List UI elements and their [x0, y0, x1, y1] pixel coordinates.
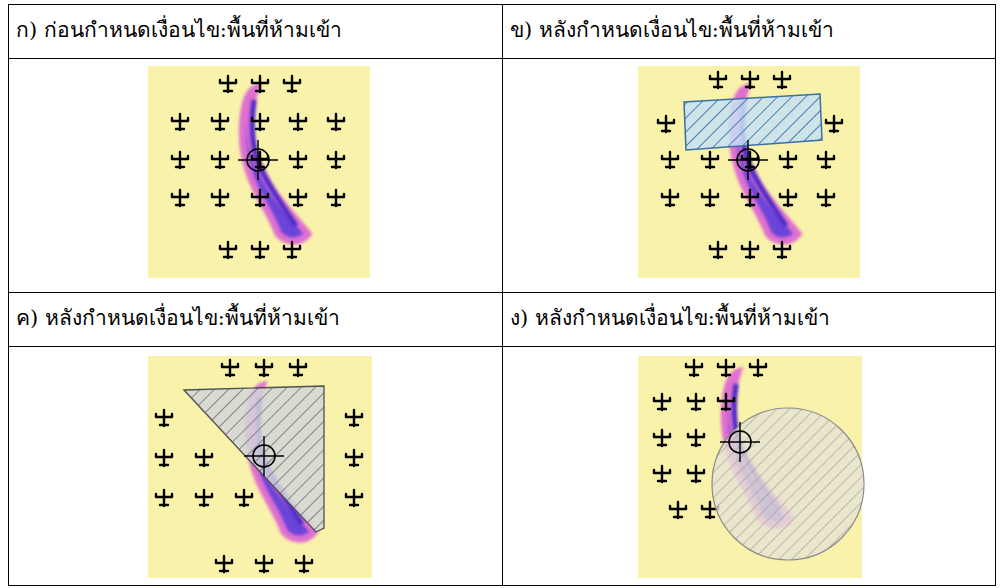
table-header-text: ง) หลังกำหนดเงื่อนไข:พื้นที่ห้ามเข้า — [510, 305, 830, 332]
crosshair — [238, 140, 278, 180]
crosshair — [720, 422, 760, 462]
table-header-text: ข) หลังกำหนดเงื่อนไข:พื้นที่ห้ามเข้า — [510, 17, 834, 44]
map-panel — [148, 66, 370, 278]
map-panel — [638, 356, 864, 578]
table-grid — [8, 4, 996, 586]
no-entry-zone — [684, 94, 822, 150]
table-header-text: ค) หลังกำหนดเงื่อนไข:พื้นที่ห้ามเข้า — [16, 305, 340, 332]
aircraft-symbols — [658, 72, 842, 258]
aircraft-symbols — [172, 76, 344, 258]
table-header-text: ก) ก่อนกำหนดเงื่อนไข:พื้นที่ห้ามเข้า — [16, 17, 342, 44]
crosshair — [728, 140, 768, 180]
no-entry-zone — [184, 386, 324, 532]
aircraft-symbols — [156, 360, 362, 572]
map-panel — [638, 66, 860, 278]
map-panel — [148, 356, 372, 578]
crosshair — [244, 436, 284, 476]
no-entry-zone — [712, 408, 864, 560]
